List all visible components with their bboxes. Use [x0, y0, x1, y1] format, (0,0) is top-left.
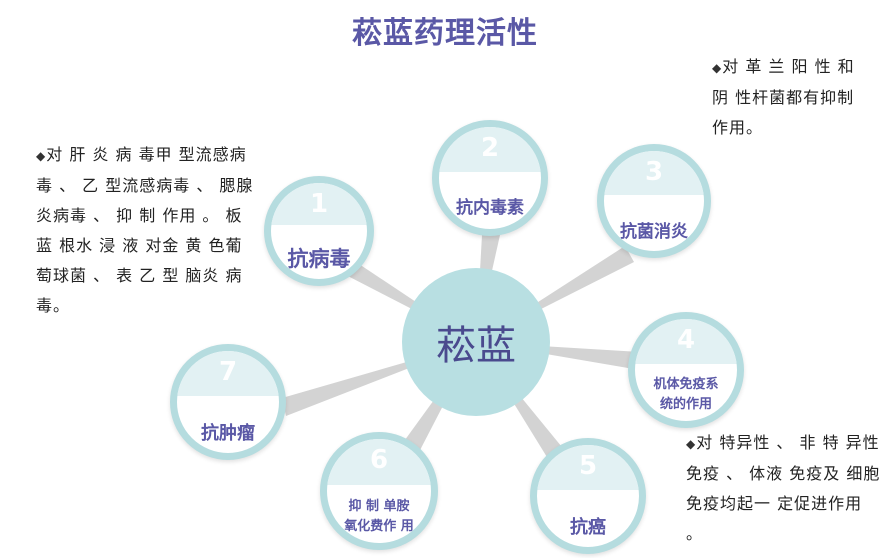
node-label: 抗菌消炎: [620, 222, 688, 242]
note-antibacterial: ◆对 革 兰 阳 性 和 阴 性杆菌都有抑制 作用。: [712, 52, 882, 143]
note-line: 毒。: [36, 296, 71, 315]
node-label-line2: 统的作用: [659, 397, 712, 412]
note-antiviral: ◆对 肝 炎 病 毒甲 型流感病 毒 、 乙 型流感病毒 、 腮腺 炎病毒 、 …: [36, 140, 262, 321]
center-node: 菘蓝: [402, 268, 550, 416]
node-5-anticancer: 5 抗癌: [530, 438, 646, 554]
node-label: 抗肿瘤: [201, 423, 255, 444]
node-1-antiviral: 1 抗病毒: [264, 176, 374, 286]
node-label-line2: 氧化费作 用: [344, 519, 414, 534]
node-label: 抗内毒素: [456, 198, 524, 218]
node-number: 5: [578, 451, 598, 481]
bullet-icon: ◆: [712, 61, 723, 75]
node-number: 1: [309, 189, 329, 219]
note-line: 。: [686, 524, 704, 543]
note-line: 免疫均起一 定促进作用: [686, 494, 863, 513]
node-number: 6: [369, 445, 389, 475]
note-line: 炎病毒 、 抑 制 作用 。 板: [36, 206, 243, 225]
node-cap: [439, 127, 541, 172]
note-line: ◆对 特异性 、 非 特 异性: [686, 433, 880, 452]
bullet-icon: ◆: [686, 437, 697, 451]
node-label-line1: 机体免疫系: [653, 377, 719, 392]
note-line: 毒 、 乙 型流感病毒 、 腮腺: [36, 176, 254, 195]
note-line: ◆对 肝 炎 病 毒甲 型流感病: [36, 145, 247, 164]
node-label: 抗病毒: [287, 247, 351, 271]
node-number: 2: [480, 133, 500, 163]
note-line: 免疫 、 体液 免疫及 细胞: [686, 464, 881, 483]
note-line: 阴 性杆菌都有抑制: [712, 88, 855, 107]
node-4-immune: 4 机体免疫系 统的作用: [628, 312, 744, 428]
note-line: 萄球菌 、 表 乙 型 脑炎 病: [36, 266, 243, 285]
node-cap: [604, 151, 704, 195]
node-number: 3: [644, 157, 664, 187]
node-cap: [177, 351, 279, 396]
node-label: 抗癌: [570, 517, 606, 538]
node-label-line1: 抑 制 单胺: [348, 499, 410, 514]
node-number: 4: [676, 325, 696, 355]
node-7-antitumor: 7 抗肿瘤: [170, 344, 286, 460]
node-3-antibacterial: 3 抗菌消炎: [597, 144, 711, 258]
node-cap: [537, 445, 639, 490]
node-2-antiendotoxin: 2 抗内毒素: [432, 120, 548, 236]
page-title: 菘蓝药理活性: [352, 16, 538, 51]
note-immune: ◆对 特异性 、 非 特 异性 免疫 、 体液 免疫及 细胞 免疫均起一 定促进…: [686, 428, 884, 549]
note-line: 作用。: [712, 118, 764, 137]
node-6-mao-inhibition: 6 抑 制 单胺 氧化费作 用: [320, 432, 438, 550]
note-line: 蓝 根水 浸 液 对金 黄 色葡: [36, 236, 243, 255]
node-cap: [271, 183, 367, 226]
bullet-icon: ◆: [36, 149, 47, 163]
node-cap: [635, 319, 737, 364]
node-cap: [327, 439, 431, 485]
note-line: ◆对 革 兰 阳 性 和: [712, 57, 855, 76]
node-number: 7: [218, 357, 238, 387]
